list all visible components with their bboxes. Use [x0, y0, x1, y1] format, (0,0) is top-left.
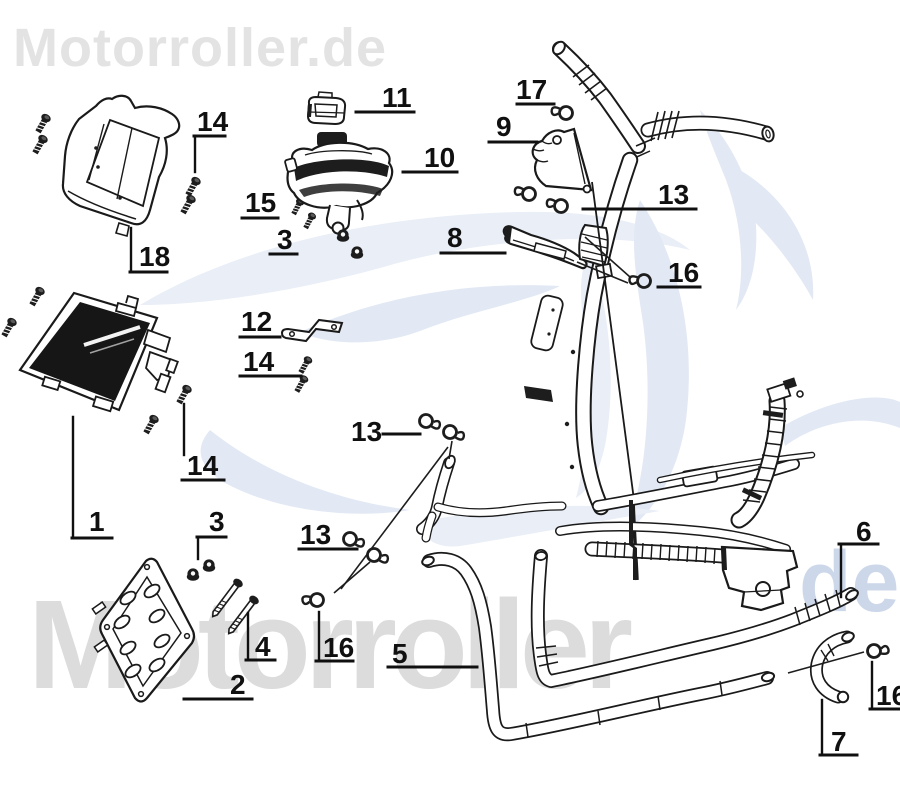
callout-14-lower: 14 — [180, 402, 226, 482]
callout-15: 15 — [240, 187, 280, 220]
callout-10: 10 — [401, 142, 459, 174]
callout-13-handlebar: 13 — [581, 179, 698, 211]
air-shroud-drawing — [61, 94, 181, 237]
callout-13-lower: 13 — [297, 519, 359, 551]
watermark-header-text: Motorroller.de — [13, 18, 387, 78]
callout-number: 18 — [139, 241, 170, 272]
callout-9: 9 — [487, 111, 539, 144]
callout-number: 16 — [668, 257, 699, 288]
callout-number: 8 — [447, 222, 463, 253]
callout-4: 4 — [244, 611, 277, 662]
handlebar-drawing — [552, 40, 775, 161]
callout-12: 12 — [238, 306, 282, 339]
callout-1: 1 — [70, 415, 114, 540]
reservoir-tank-drawing — [284, 132, 394, 235]
callout-number: 14 — [187, 450, 219, 481]
callout-7: 7 — [818, 698, 859, 757]
callout-number: 4 — [255, 631, 271, 662]
callout-5: 5 — [386, 638, 479, 669]
grille-drawing — [91, 557, 196, 703]
callout-number: 14 — [197, 106, 229, 137]
mount-strap-drawing — [280, 318, 344, 343]
watermark-swoosh — [140, 110, 900, 547]
callout-number: 1 — [89, 506, 105, 537]
callout-number: 3 — [209, 506, 225, 537]
callout-number: 13 — [658, 179, 689, 210]
callout-number: 13 — [300, 519, 331, 550]
callout-number: 13 — [351, 416, 382, 447]
callout-number: 2 — [230, 669, 246, 700]
reservoir-cap-drawing — [306, 91, 347, 126]
callout-14-top: 14 — [192, 106, 229, 174]
steering-column-drawing — [524, 151, 639, 581]
handlebar-bracket-drawing — [512, 101, 593, 217]
callout-2: 2 — [182, 669, 254, 701]
callout-17: 17 — [515, 74, 556, 106]
callout-16-steering: 16 — [656, 257, 702, 289]
radiator-hose-6-drawing — [530, 549, 859, 688]
callout-number: 9 — [496, 111, 512, 142]
callout-number: 15 — [245, 187, 276, 218]
callout-16-lower-left: 16 — [314, 610, 355, 663]
radiator-drawing — [18, 291, 179, 413]
callout-11: 11 — [354, 82, 416, 114]
callout-13-fork: 13 — [351, 416, 422, 447]
callout-number: 6 — [856, 516, 872, 547]
callout-number: 7 — [831, 726, 847, 757]
callout-number: 3 — [277, 224, 293, 255]
callout-16-bottom-right: 16 — [868, 660, 900, 711]
air-duct-hose-drawing — [502, 225, 588, 270]
leader-lines — [333, 236, 865, 674]
callout-8: 8 — [439, 222, 507, 255]
frame-drawing — [416, 377, 816, 612]
callout-3-bottom: 3 — [195, 506, 228, 561]
radiator-hose-7-drawing — [809, 630, 855, 704]
callout-number: 10 — [424, 142, 455, 173]
callout-6: 6 — [837, 516, 880, 599]
radiator-hose-5-drawing — [421, 551, 776, 742]
callout-number: 16 — [876, 680, 900, 711]
callout-18: 18 — [128, 226, 170, 274]
callout-number: 16 — [323, 632, 354, 663]
callout-number: 14 — [243, 346, 275, 377]
callout-number: 17 — [516, 74, 547, 105]
callout-number: 12 — [241, 306, 272, 337]
callout-14-mid: 14 — [238, 346, 303, 378]
callout-number: 11 — [382, 82, 412, 113]
callout-3-top: 3 — [268, 224, 299, 256]
callout-number: 5 — [392, 638, 408, 669]
